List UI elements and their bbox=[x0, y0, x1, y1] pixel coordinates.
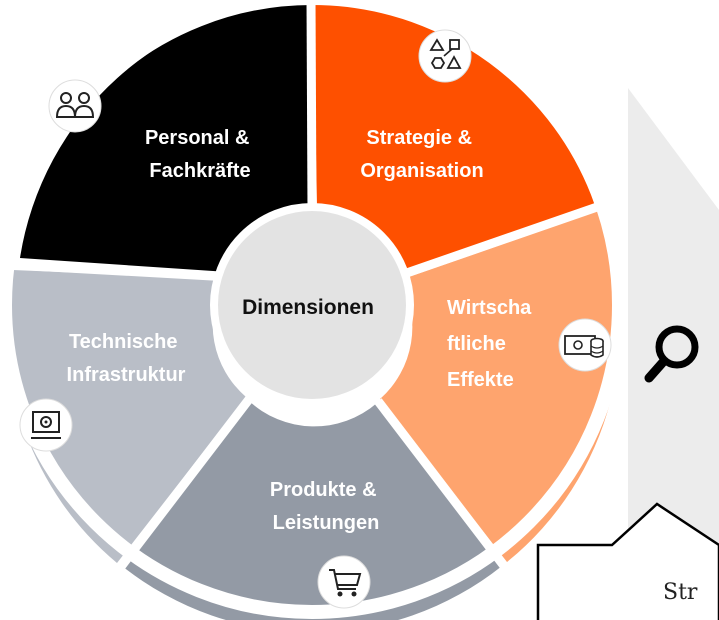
gear-monitor-icon bbox=[19, 398, 73, 452]
direction-arrow bbox=[628, 88, 719, 600]
people-icon bbox=[48, 79, 102, 133]
segment-label-technik: Technische Infrastruktur bbox=[67, 331, 186, 386]
callout-text: Str bbox=[663, 580, 698, 605]
segment-label-strategie: Strategie & Organisation bbox=[360, 127, 483, 182]
magnifier-icon bbox=[644, 325, 699, 383]
cart-icon bbox=[317, 555, 371, 609]
segment-strategie bbox=[313, 0, 596, 272]
center-label: Dimensionen bbox=[242, 296, 374, 319]
money-icon bbox=[558, 318, 612, 372]
segment-label-personal: Personal & Fachkräfte bbox=[145, 127, 255, 182]
shapes-icon bbox=[418, 29, 472, 83]
segment-produkte bbox=[122, 400, 502, 620]
wheel bbox=[0, 0, 626, 620]
callout-box bbox=[536, 502, 719, 620]
segment-personal bbox=[20, 0, 311, 272]
center-disc bbox=[210, 203, 414, 407]
segment-label-produkte: Produkte & Leistungen bbox=[270, 479, 382, 534]
segment-label-wirtschaft: Wirtscha ftliche Effekte bbox=[447, 297, 537, 391]
